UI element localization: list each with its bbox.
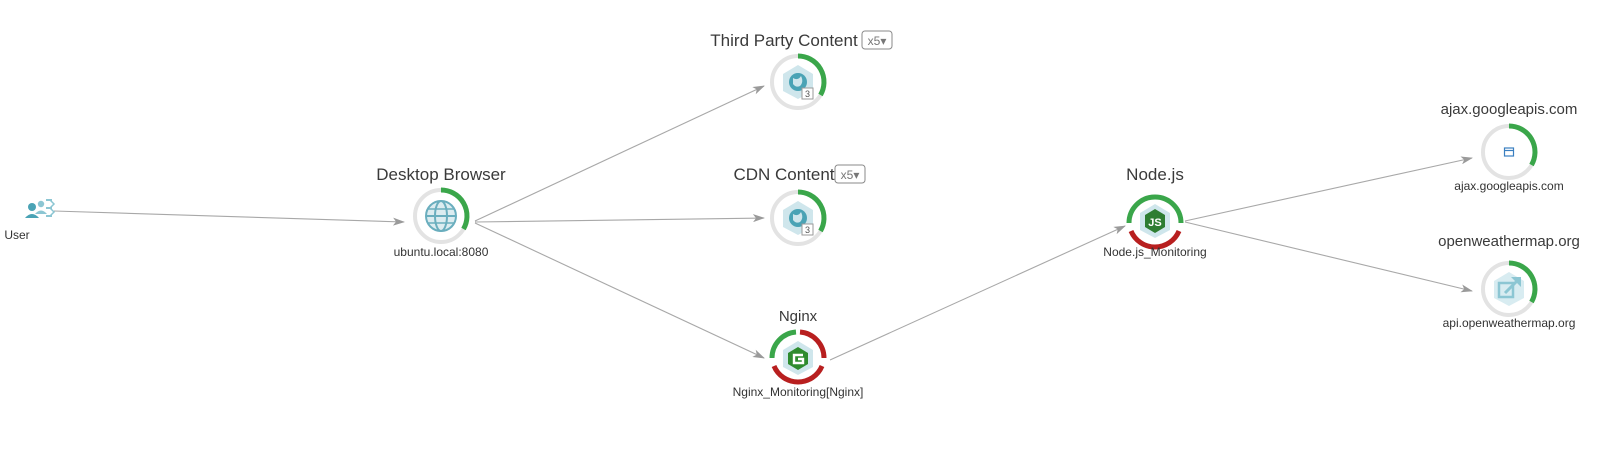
cdn-badge-label: x5▾ [841,168,860,182]
cdn-globe-icon: 3 [783,201,814,236]
third-party-title: Third Party Content [710,31,858,50]
edge-browser-to-cdn [474,214,765,223]
user-node[interactable]: User [4,199,56,242]
window-icon [1503,147,1515,157]
external-link-icon [1494,272,1524,306]
openweathermap-node[interactable]: openweathermap.org api.openweathermap.or… [1438,233,1580,330]
nodejs-node[interactable]: Node.js JS Node.js_Monitoring [1103,165,1206,259]
cdn-content-node[interactable]: CDN Content x5▾ 3 [733,164,866,246]
owm-title: openweathermap.org [1438,233,1580,250]
edge-browser-to-third-party [474,85,765,222]
third-party-content-node[interactable]: Third Party Content x5▾ 3 [710,30,893,110]
ajax-googleapis-node[interactable]: ajax.googleapis.com ajax.googleapis.com [1441,101,1578,193]
edge-user-to-browser [53,210,405,226]
edge-nodejs-to-ajax [1184,156,1473,222]
desktop-browser-subtitle: ubuntu.local:8080 [394,245,489,259]
users-icon [25,199,56,218]
edges [53,85,1473,361]
third-party-count: 3 [805,89,810,99]
nginx-node[interactable]: Nginx Nginx_Monitoring[Nginx] [733,308,864,399]
nodejs-icon: JS [1140,204,1170,238]
nodejs-title: Node.js [1126,165,1184,184]
user-label: User [4,228,29,242]
nginx-title: Nginx [779,308,818,325]
cdn-count: 3 [805,225,810,235]
edge-nginx-to-nodejs [829,225,1126,361]
third-party-globe-icon: 3 [783,65,814,100]
ajax-subtitle: ajax.googleapis.com [1454,179,1563,193]
nginx-subtitle: Nginx_Monitoring[Nginx] [733,385,864,399]
desktop-browser-title: Desktop Browser [376,165,506,184]
ajax-health-ring [1481,123,1538,180]
nginx-icon [783,341,813,375]
desktop-browser-node[interactable]: Desktop Browser ubuntu.local:8080 [376,165,506,259]
globe-icon [425,200,457,232]
third-party-expand-badge[interactable]: x5▾ [861,30,893,50]
nodejs-subtitle: Node.js_Monitoring [1103,245,1206,259]
owm-subtitle: api.openweathermap.org [1443,316,1576,330]
cdn-title: CDN Content [733,165,834,184]
third-party-badge-label: x5▾ [868,34,887,48]
svg-text:JS: JS [1148,217,1161,229]
cdn-expand-badge[interactable]: x5▾ [834,164,866,184]
ajax-title: ajax.googleapis.com [1441,101,1578,118]
edge-browser-to-nginx [474,222,765,359]
edge-nodejs-to-owm [1184,221,1473,293]
